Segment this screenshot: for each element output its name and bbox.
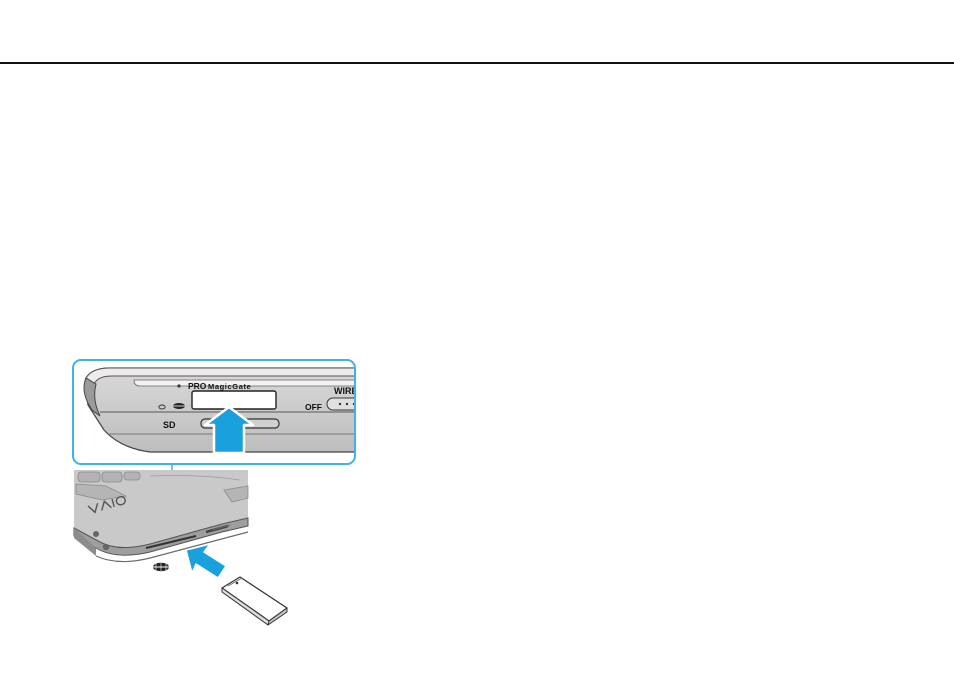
- callout-zoom: PRO MagicGate SD OFF WIRE: [73, 360, 367, 464]
- laptop-corner: [74, 470, 248, 562]
- sd-label: SD: [163, 420, 176, 430]
- memory-stick-card: [222, 577, 287, 625]
- wireless-label: WIRE: [334, 386, 358, 396]
- memory-stick-icon: [152, 563, 170, 571]
- off-label: OFF: [305, 402, 322, 412]
- insertion-direction-arrow-icon: [186, 544, 226, 578]
- memory-stick-slot: [192, 391, 276, 409]
- pro-label: PRO: [188, 381, 207, 391]
- magicgate-label: MagicGate: [208, 382, 251, 391]
- memory-stick-logo-small-icon: [173, 403, 185, 409]
